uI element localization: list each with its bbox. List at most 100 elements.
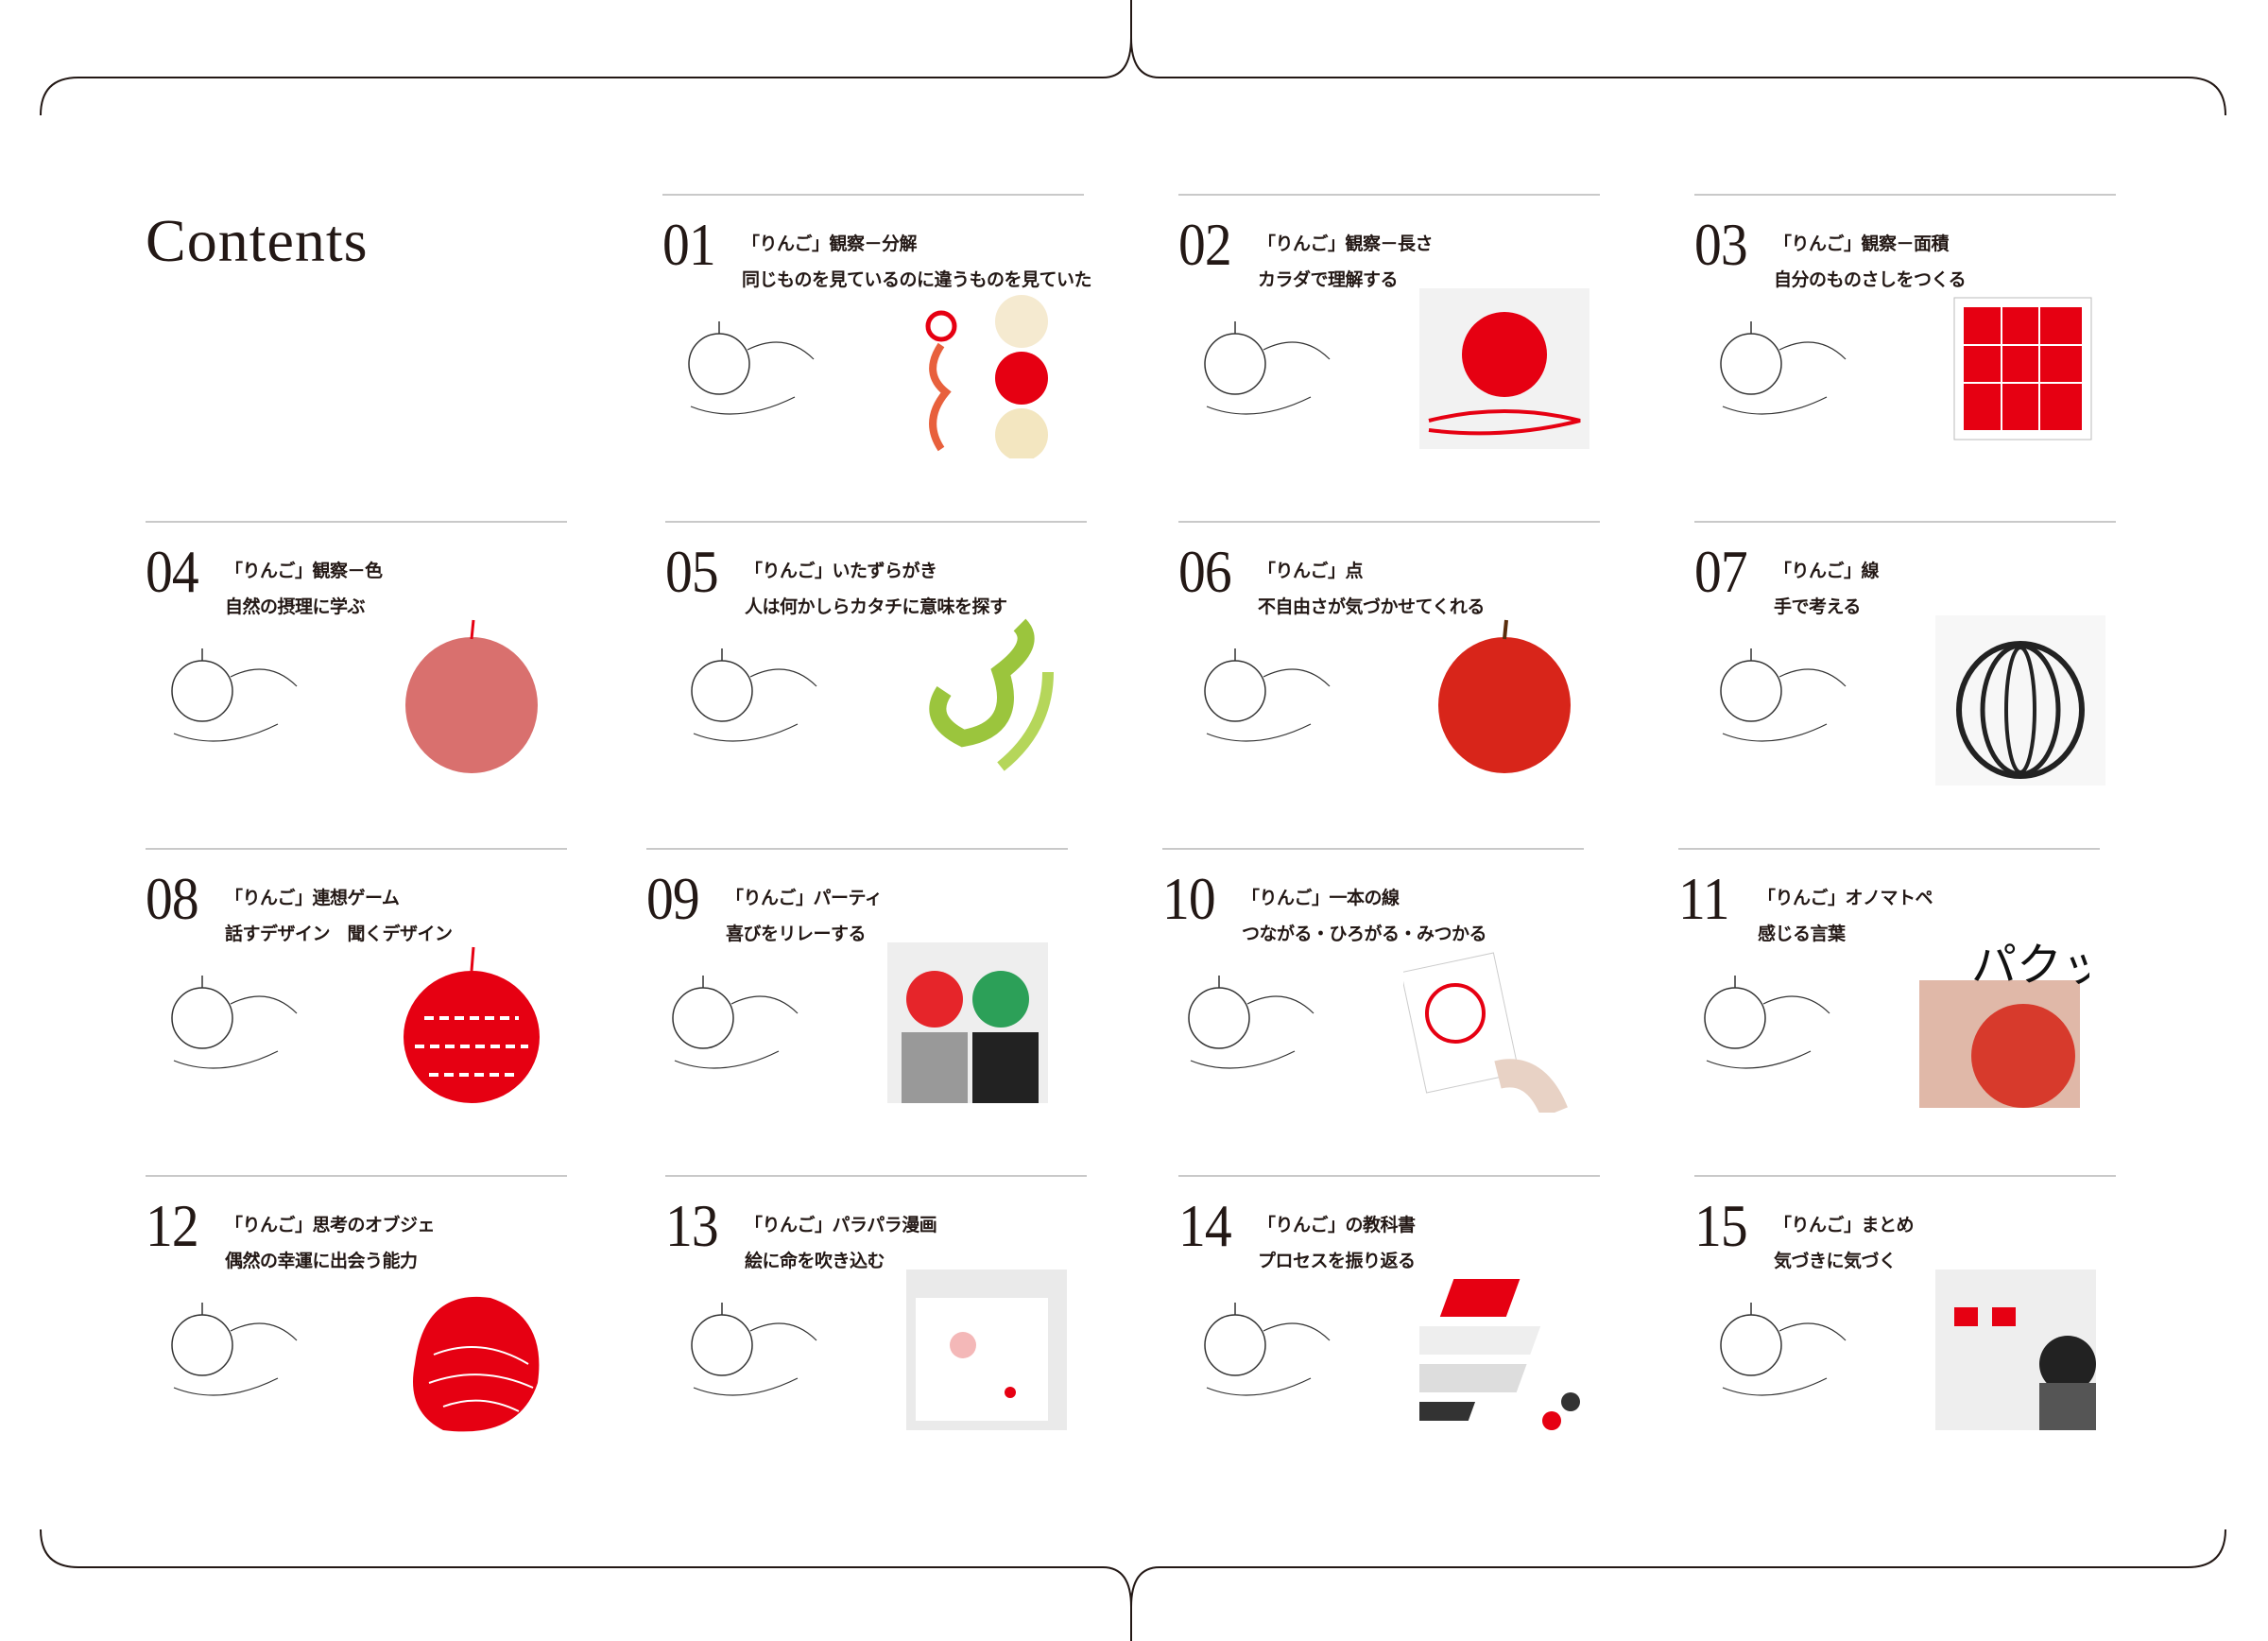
section-subtitle: 自然の摂理に学ぶ bbox=[225, 596, 366, 617]
section-divider bbox=[1694, 1175, 2116, 1177]
section-photo bbox=[1419, 1279, 1580, 1430]
section-number: 13 bbox=[665, 1192, 719, 1259]
line-sketch-illustration bbox=[1188, 976, 1314, 1069]
section-photo bbox=[405, 619, 538, 773]
line-sketch-illustration bbox=[691, 1303, 817, 1396]
line-sketch-illustration bbox=[1704, 976, 1830, 1069]
section-photo bbox=[925, 295, 1048, 458]
section-title: 「りんご」観察－色 bbox=[225, 561, 383, 581]
contents-item-12[interactable]: 12 「りんご」思考のオブジェ 偶然の幸運に出会う能力 bbox=[146, 1175, 567, 1459]
section-number: 10 bbox=[1162, 865, 1216, 932]
section-title: 「りんご」観察－面積 bbox=[1774, 233, 1950, 254]
contents-item-06[interactable]: 06 「りんご」点 不自由さが気づかせてくれる bbox=[1178, 521, 1600, 804]
section-subtitle: 人は何かしらカタチに意味を探す bbox=[745, 596, 1007, 617]
contents-item-08[interactable]: 08 「りんご」連想ゲーム 話すデザイン 聞くデザイン bbox=[146, 848, 567, 1131]
contents-item-10[interactable]: 10 「りんご」一本の線 つながる・ひろがる・みつかる bbox=[1162, 848, 1584, 1131]
line-sketch-illustration bbox=[1720, 321, 1847, 415]
section-divider bbox=[146, 521, 567, 523]
section-subtitle: 手で考える bbox=[1774, 596, 1861, 617]
section-subtitle: プロセスを振り返る bbox=[1258, 1251, 1416, 1271]
contents-item-02[interactable]: 02 「りんご」観察－長さ カラダで理解する bbox=[1178, 194, 1600, 477]
section-divider bbox=[1694, 521, 2116, 523]
section-photo bbox=[404, 946, 540, 1103]
section-photo bbox=[1438, 619, 1571, 773]
section-title: 「りんご」パラパラ漫画 bbox=[745, 1215, 937, 1235]
section-divider bbox=[662, 194, 1084, 196]
section-title: 「りんご」まとめ bbox=[1774, 1215, 1915, 1235]
contents-item-09[interactable]: 09 「りんご」パーティ 喜びをリレーする bbox=[646, 848, 1068, 1131]
section-subtitle: 同じものを見ているのに違うものを見ていた bbox=[742, 269, 1092, 290]
line-sketch-illustration bbox=[171, 976, 298, 1069]
section-number: 09 bbox=[646, 865, 700, 932]
line-sketch-illustration bbox=[1204, 321, 1331, 415]
section-title: 「りんご」観察－分解 bbox=[742, 233, 918, 254]
section-title: 「りんご」観察－長さ bbox=[1258, 233, 1434, 254]
line-sketch-illustration bbox=[1720, 1303, 1847, 1396]
line-sketch-illustration bbox=[1204, 1303, 1331, 1396]
section-number: 02 bbox=[1178, 211, 1232, 278]
section-title: 「りんご」思考のオブジェ bbox=[225, 1215, 436, 1235]
contents-item-01[interactable]: 01 「りんご」観察－分解 同じものを見ているのに違うものを見ていた bbox=[662, 194, 1092, 477]
section-subtitle: 話すデザイン 聞くデザイン bbox=[225, 924, 453, 944]
contents-item-07[interactable]: 07 「りんご」線 手で考える bbox=[1694, 521, 2116, 804]
section-photo bbox=[413, 1296, 540, 1432]
section-photo bbox=[887, 942, 1048, 1103]
section-number: 07 bbox=[1694, 538, 1748, 605]
section-number: 15 bbox=[1694, 1192, 1748, 1259]
section-title: 「りんご」連想ゲーム bbox=[225, 888, 400, 908]
contents-item-05[interactable]: 05 「りんご」いたずらがき 人は何かしらカタチに意味を探す bbox=[665, 521, 1087, 804]
section-divider bbox=[1178, 194, 1600, 196]
section-divider bbox=[665, 521, 1087, 523]
contents-item-03[interactable]: 03 「りんご」観察－面積 自分のものさしをつくる bbox=[1694, 194, 2116, 477]
section-divider bbox=[665, 1175, 1087, 1177]
section-subtitle: 自分のものさしをつくる bbox=[1774, 269, 1967, 290]
contents-item-13[interactable]: 13 「りんご」パラパラ漫画 絵に命を吹き込む bbox=[665, 1175, 1087, 1459]
section-photo bbox=[1403, 952, 1568, 1113]
section-divider bbox=[146, 1175, 567, 1177]
line-sketch-illustration bbox=[171, 648, 298, 742]
contents-item-04[interactable]: 04 「りんご」観察－色 自然の摂理に学ぶ bbox=[146, 521, 567, 804]
section-subtitle: 気づきに気づく bbox=[1774, 1251, 1897, 1271]
section-subtitle: 喜びをリレーする bbox=[726, 924, 867, 944]
section-number: 08 bbox=[146, 865, 199, 932]
section-subtitle: 絵に命を吹き込む bbox=[745, 1251, 885, 1271]
contents-item-11[interactable]: 11 「りんご」オノマトペ 感じる言葉 パクッ bbox=[1678, 848, 2100, 1131]
section-subtitle: 偶然の幸運に出会う能力 bbox=[225, 1251, 418, 1271]
line-sketch-illustration bbox=[691, 648, 817, 742]
section-subtitle: つながる・ひろがる・みつかる bbox=[1242, 924, 1487, 944]
line-sketch-illustration bbox=[1204, 648, 1331, 742]
section-title: 「りんご」点 bbox=[1258, 561, 1364, 581]
section-title: 「りんご」の教科書 bbox=[1258, 1215, 1416, 1235]
section-subtitle: カラダで理解する bbox=[1258, 269, 1399, 290]
section-divider bbox=[1694, 194, 2116, 196]
section-divider bbox=[146, 848, 567, 850]
section-number: 06 bbox=[1178, 538, 1232, 605]
section-number: 14 bbox=[1178, 1192, 1232, 1259]
section-title: 「りんご」線 bbox=[1774, 561, 1880, 581]
section-photo bbox=[1419, 288, 1589, 449]
line-sketch-illustration bbox=[171, 1303, 298, 1396]
section-title: 「りんご」オノマトペ bbox=[1758, 888, 1933, 908]
section-number: 12 bbox=[146, 1192, 199, 1259]
section-photo bbox=[906, 1270, 1067, 1430]
line-sketch-illustration bbox=[672, 976, 799, 1069]
section-photo bbox=[929, 618, 1054, 771]
contents-item-15[interactable]: 15 「りんご」まとめ 気づきに気づく bbox=[1694, 1175, 2116, 1459]
line-sketch-illustration bbox=[688, 321, 815, 415]
section-divider bbox=[1178, 1175, 1600, 1177]
page-title: Contents bbox=[146, 207, 369, 274]
section-photo: パクッ bbox=[1919, 942, 2089, 1108]
section-title: 「りんご」一本の線 bbox=[1242, 888, 1400, 908]
contents-item-14[interactable]: 14 「りんご」の教科書 プロセスを振り返る bbox=[1178, 1175, 1600, 1459]
section-number: 04 bbox=[146, 538, 199, 605]
svg-text:パクッ: パクッ bbox=[1971, 942, 2089, 992]
section-divider bbox=[1178, 521, 1600, 523]
section-divider bbox=[1162, 848, 1584, 850]
section-number: 11 bbox=[1678, 865, 1730, 932]
section-number: 03 bbox=[1694, 211, 1748, 278]
section-number: 01 bbox=[662, 211, 716, 278]
section-divider bbox=[646, 848, 1068, 850]
section-subtitle: 不自由さが気づかせてくれる bbox=[1258, 596, 1485, 617]
section-photo bbox=[1953, 297, 2092, 440]
